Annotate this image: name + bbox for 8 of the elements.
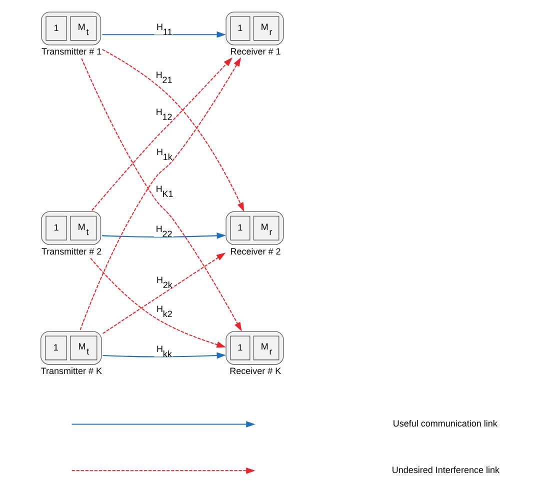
node-label: Transmitter # 2 xyxy=(41,246,102,256)
node-label: Receiver # K xyxy=(229,366,281,376)
legend-label: Useful communication link xyxy=(392,418,497,429)
node-label: Receiver # 1 xyxy=(230,46,280,57)
legend-label: Undesired Interference link xyxy=(391,465,499,476)
node-label: Transmitter # K xyxy=(40,366,102,376)
node-label: Transmitter # 1 xyxy=(41,46,102,57)
node-label: Receiver # 2 xyxy=(230,246,280,256)
